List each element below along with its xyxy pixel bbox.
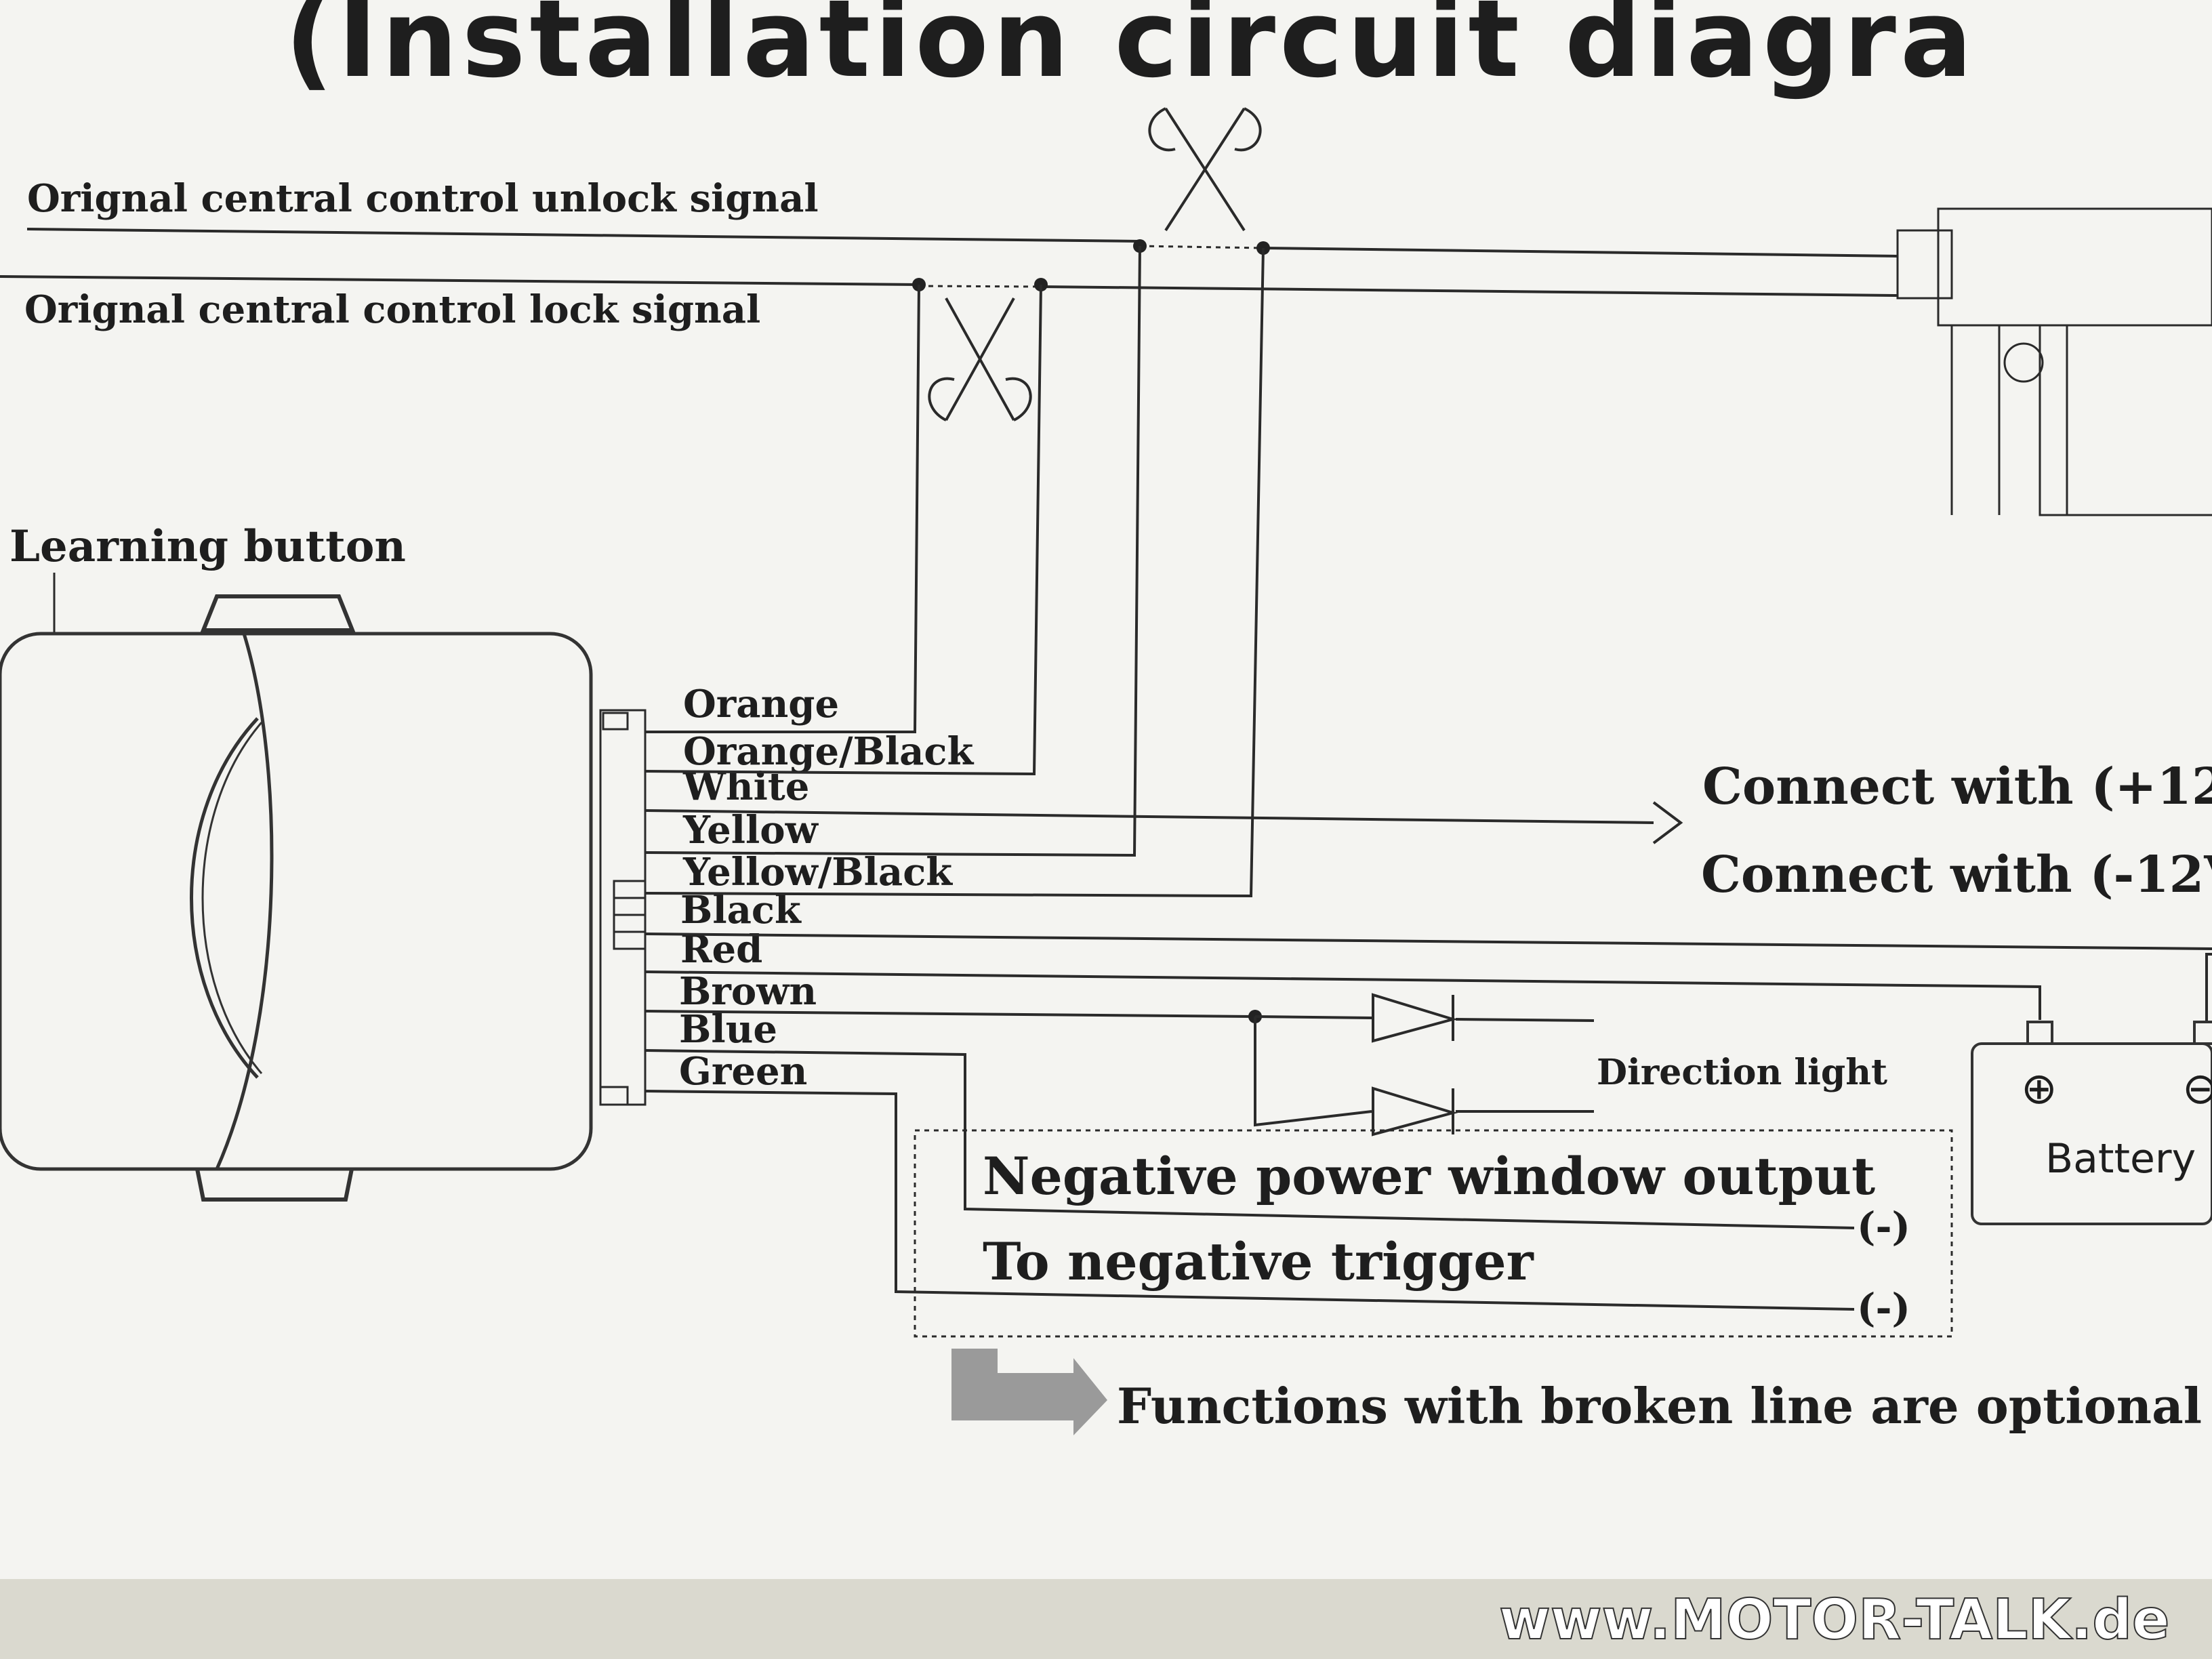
- brown-branch-wire: [1254, 1015, 1595, 1022]
- unlock-signal-wire-left: [26, 228, 1141, 243]
- battery-label: Battery: [2045, 1135, 2196, 1183]
- scissors-icon: [1148, 107, 1262, 232]
- wire-red: [644, 970, 2041, 1020]
- unlock-signal-wire-right: [1263, 247, 1898, 258]
- wire-label-blue: Blue: [679, 1007, 777, 1052]
- door-lock-actuator: [1896, 207, 2212, 516]
- battery-minus-icon: ⊖: [2182, 1064, 2212, 1114]
- lock-signal-label: Orignal central control lock signal: [24, 287, 760, 332]
- lock-signal-wire-left: [0, 275, 920, 286]
- lock-signal-wire-right: [1040, 285, 1898, 297]
- wire-black-to-battery: [2205, 953, 2212, 1023]
- wire-brown: [644, 1010, 1253, 1018]
- direction-light-label: Direction light: [1597, 1052, 1887, 1093]
- wire-green: [644, 1090, 1855, 1311]
- optional-functions-box: [914, 1129, 1953, 1338]
- arrow-right-icon: [1652, 801, 1683, 844]
- negative-symbol: (-): [1857, 1204, 1910, 1250]
- wire-yellow: [644, 245, 1141, 857]
- unlock-cut-gap: [1139, 245, 1264, 249]
- connect-minus-label: Connect with (-12V: [1701, 846, 2212, 904]
- control-module: [0, 594, 593, 1202]
- brown-branch-wire: [1254, 1017, 1594, 1127]
- wire-label-yellow-black: Yellow/Black: [682, 850, 953, 895]
- wire-connector: [599, 709, 647, 1106]
- learning-button-label: Learning button: [9, 521, 406, 572]
- negative-trigger-label: To negative trigger: [983, 1231, 1534, 1292]
- scissors-icon: [928, 298, 1032, 422]
- watermark: www.MOTOR-TALK.de: [1499, 1588, 2170, 1652]
- wire-label-orange: Orange: [683, 682, 839, 726]
- wire-yellow-black: [644, 247, 1265, 898]
- paper-bottom-edge: [0, 1579, 2212, 1659]
- page-title: (Installation circuit diagra: [285, 0, 1976, 102]
- wire-label-brown: Brown: [679, 969, 817, 1014]
- bent-arrow-icon: [951, 1349, 1107, 1435]
- legend-label: Functions with broken line are optional: [1117, 1377, 2202, 1435]
- wire-label-black: Black: [680, 888, 802, 933]
- wire-orange-black: [644, 284, 1042, 776]
- battery-plus-icon: ⊕: [2021, 1064, 2057, 1114]
- wire-blue: [644, 1049, 1855, 1229]
- window-output-label: Negative power window output: [983, 1146, 1875, 1206]
- wire-label-green: Green: [679, 1049, 807, 1094]
- wire-orange: [645, 284, 920, 733]
- wire-label-orange-black: Orange/Black: [683, 729, 975, 774]
- diode-icon: [1372, 993, 1458, 1043]
- unlock-signal-label: Orignal central control unlock signal: [27, 176, 819, 221]
- lock-cut-gap: [918, 285, 1042, 288]
- wire-white: [644, 809, 1654, 824]
- wire-label-yellow: Yellow: [682, 808, 819, 853]
- wire-black: [644, 933, 2212, 950]
- battery: [1971, 1021, 2212, 1225]
- negative-symbol: (-): [1857, 1285, 1910, 1331]
- diode-icon: [1372, 1086, 1458, 1136]
- connect-plus-label: Connect with (+12: [1702, 758, 2212, 816]
